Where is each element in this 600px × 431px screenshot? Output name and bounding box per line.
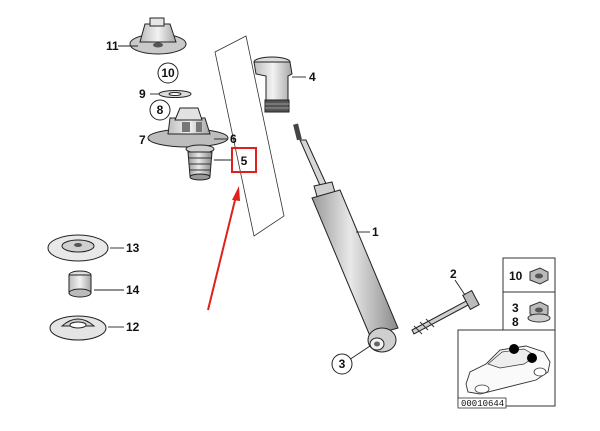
- car-location-inset: 00010644: [457, 329, 556, 409]
- callout-1: 1: [372, 225, 379, 239]
- callout-10: 10: [161, 66, 175, 80]
- part-11-top-mount: [129, 17, 187, 55]
- part-4-dust-cover: [253, 56, 293, 113]
- callout-7: 7: [139, 133, 146, 147]
- callout-10-circle: 10: [157, 62, 179, 84]
- inset-label-8: 8: [512, 315, 519, 329]
- part-12-cup-washer: [49, 315, 107, 341]
- callout-12: 12: [126, 320, 140, 334]
- callout-8: 8: [157, 103, 164, 117]
- callout-4: 4: [309, 70, 316, 84]
- nut-inset-panel: 10 3 8: [502, 257, 556, 331]
- callout-9: 9: [139, 87, 146, 101]
- inset-label-10: 10: [509, 269, 523, 283]
- part-9-washer: [158, 90, 192, 98]
- callout-3: 3: [339, 357, 346, 371]
- part-5-bump-stop: [185, 144, 215, 181]
- location-marker-left: [509, 344, 519, 354]
- red-pointer-arrow: [207, 186, 240, 311]
- location-marker-right: [527, 353, 537, 363]
- inset-label-3: 3: [512, 301, 519, 315]
- part-7-mount-bracket: [147, 107, 229, 148]
- part-13-spring-pad: [47, 234, 109, 262]
- part-14-bushing: [68, 270, 92, 298]
- diagram-reference: 00010644: [461, 399, 504, 409]
- callout-6: 6: [230, 132, 237, 146]
- nut-icon: [529, 267, 549, 285]
- callout-2: 2: [450, 267, 457, 281]
- callout-11: 11: [106, 39, 119, 53]
- highlight-box: 5: [231, 147, 257, 173]
- callout-5: 5: [241, 154, 248, 168]
- callout-8-circle: 8: [149, 99, 171, 121]
- part-1-shock-absorber: [293, 123, 399, 353]
- callout-3-circle: 3: [331, 353, 353, 375]
- callout-13: 13: [126, 241, 140, 255]
- callout-14: 14: [126, 283, 140, 297]
- part-2-bolt: [411, 289, 480, 335]
- flange-nut-icon: [527, 301, 551, 323]
- assembly-boundary: [214, 35, 285, 237]
